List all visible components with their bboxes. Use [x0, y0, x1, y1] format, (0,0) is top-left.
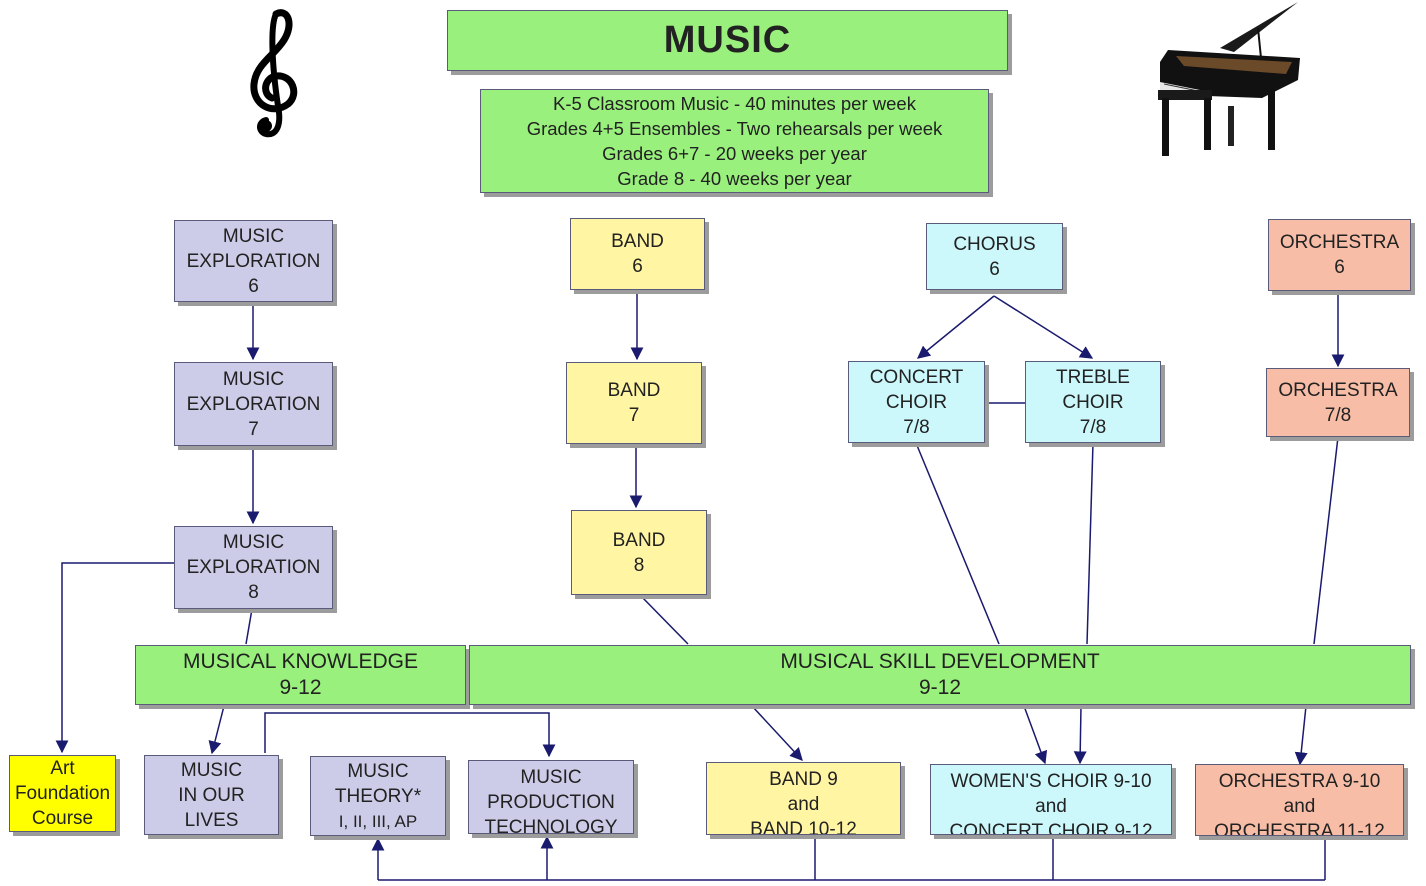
node-line: CONCERT CHOIR 9-12 — [949, 821, 1153, 835]
info-line: Grades 4+5 Ensembles - Two rehearsals pe… — [526, 118, 943, 139]
info-line: Grade 8 - 40 weeks per year — [617, 168, 852, 189]
arrow-skill-to-hs-choir-a — [1023, 705, 1048, 765]
node-line: PRODUCTION — [487, 792, 615, 813]
page-title: MUSIC — [447, 10, 1008, 71]
node-line: 6 — [248, 275, 259, 297]
hs-choir: WOMEN'S CHOIR 9-10 and CONCERT CHOIR 9-1… — [930, 764, 1172, 835]
node-line: CHOIR — [885, 391, 948, 413]
treble-clef-icon — [250, 9, 298, 138]
node-line: WOMEN'S CHOIR 9-10 — [950, 771, 1152, 792]
line-concert-to-skill — [915, 442, 1000, 645]
node-line: 7 — [248, 418, 259, 440]
node-line: BAND 9 — [769, 769, 838, 790]
node-line: MUSIC — [222, 225, 285, 247]
hs-orchestra: ORCHESTRA 9-10 and ORCHESTRA 11-12 — [1195, 764, 1404, 836]
node-line: Foundation — [14, 783, 111, 804]
music-theory: MUSIC THEORY* I, II, III, AP — [310, 756, 446, 836]
node-line: 8 — [633, 554, 645, 576]
node-line: Art — [50, 758, 75, 779]
art-foundation-course: Art Foundation Course — [9, 755, 116, 832]
node-line: TREBLE — [1056, 366, 1130, 388]
band-6: BAND 6 — [570, 218, 705, 290]
info-line: K-5 Classroom Music - 40 minutes per wee… — [553, 93, 916, 114]
hs-band: BAND 9 and BAND 10-12 — [706, 762, 901, 835]
band-line: 9-12 — [918, 676, 962, 699]
arrow-chorus6-to-treble — [993, 295, 1094, 359]
music-exploration-7: MUSIC EXPLORATION 7 — [174, 362, 333, 446]
music-in-our-lives: MUSIC IN OUR LIVES — [144, 755, 279, 835]
node-line: MUSIC — [222, 368, 285, 390]
node-line: CHOIR — [1062, 391, 1124, 413]
node-line: MUSIC — [347, 760, 409, 782]
node-line: I, II, III, AP — [338, 811, 418, 831]
node-line: 6 — [632, 256, 643, 277]
orchestra-78: ORCHESTRA 7/8 — [1266, 368, 1410, 437]
music-exploration-6: MUSIC EXPLORATION 6 — [174, 220, 333, 302]
arrow-lives-to-production — [264, 712, 556, 758]
node-line: 7/8 — [903, 416, 930, 438]
node-line: BAND — [607, 380, 661, 401]
node-line: THEORY* — [334, 785, 422, 807]
grand-piano-icon — [1158, 2, 1300, 156]
band-8: BAND 8 — [571, 510, 707, 595]
node-line: EXPLORATION — [186, 393, 321, 415]
node-line: 7/8 — [1079, 416, 1107, 438]
node-line: ORCHESTRA 11-12 — [1214, 821, 1385, 836]
band-line: 9-12 — [279, 676, 322, 699]
arrow-skill-to-hs-choir-b — [1073, 705, 1087, 765]
title-text: MUSIC — [663, 19, 792, 61]
info-line: Grades 6+7 - 20 weeks per year — [602, 143, 867, 164]
node-line: EXPLORATION — [186, 557, 321, 578]
musical-skill-development-band: MUSICAL SKILL DEVELOPMENT 9-12 — [469, 645, 1411, 705]
node-line: Course — [31, 808, 94, 829]
arrow-skill-to-hs-orch — [1294, 705, 1308, 766]
musical-knowledge-band: MUSICAL KNOWLEDGE 9-12 — [135, 645, 466, 705]
line-treble-to-skill — [1086, 442, 1094, 645]
music-production-technology: MUSIC PRODUCTION TECHNOLOGY — [468, 760, 634, 834]
node-line: MUSIC — [222, 532, 285, 553]
arrow-knowledge-to-lives — [208, 705, 225, 755]
node-line: and — [1035, 796, 1067, 817]
chorus-6: CHORUS 6 — [926, 223, 1063, 290]
orchestra-6: ORCHESTRA 6 — [1268, 219, 1411, 291]
node-line: EXPLORATION — [186, 250, 321, 272]
node-line: and — [787, 794, 820, 815]
music-exploration-8: MUSIC EXPLORATION 8 — [174, 526, 333, 609]
band-line: MUSICAL SKILL DEVELOPMENT — [780, 650, 1100, 673]
node-line: ORCHESTRA 9-10 — [1218, 771, 1381, 792]
node-line: ORCHESTRA — [1278, 379, 1398, 401]
line-orch78-to-skill — [1313, 436, 1339, 645]
node-line: 6 — [989, 258, 1000, 280]
node-line: CHORUS — [953, 233, 1036, 255]
node-line: BAND — [611, 231, 664, 252]
info-box: K-5 Classroom Music - 40 minutes per wee… — [480, 89, 989, 193]
treble-choir-78: TREBLE CHOIR 7/8 — [1025, 361, 1161, 443]
arrow-skill-to-hs-band — [751, 705, 803, 761]
line-explore8-to-knowledge — [245, 608, 253, 645]
node-line: BAND 10-12 — [750, 819, 857, 835]
node-line: 7/8 — [1324, 404, 1352, 426]
node-line: LIVES — [184, 809, 239, 831]
node-line: MUSIC — [180, 759, 243, 781]
node-line: ORCHESTRA — [1279, 232, 1400, 253]
node-line: IN OUR — [178, 784, 245, 806]
node-line: 8 — [248, 582, 259, 603]
node-line: CONCERT — [869, 366, 964, 388]
node-line: and — [1283, 796, 1316, 817]
node-line: TECHNOLOGY — [484, 817, 618, 834]
band-7: BAND 7 — [566, 362, 702, 444]
arrow-explore8-to-art — [55, 562, 175, 754]
line-band8-to-skill — [639, 594, 689, 645]
node-line: 7 — [628, 405, 640, 426]
arrow-chorus6-to-concert — [916, 295, 995, 359]
node-line: 6 — [1334, 257, 1345, 278]
node-line: BAND — [612, 529, 666, 551]
concert-choir-78: CONCERT CHOIR 7/8 — [848, 361, 985, 443]
node-line: MUSIC — [520, 767, 582, 788]
band-line: MUSICAL KNOWLEDGE — [183, 650, 418, 673]
